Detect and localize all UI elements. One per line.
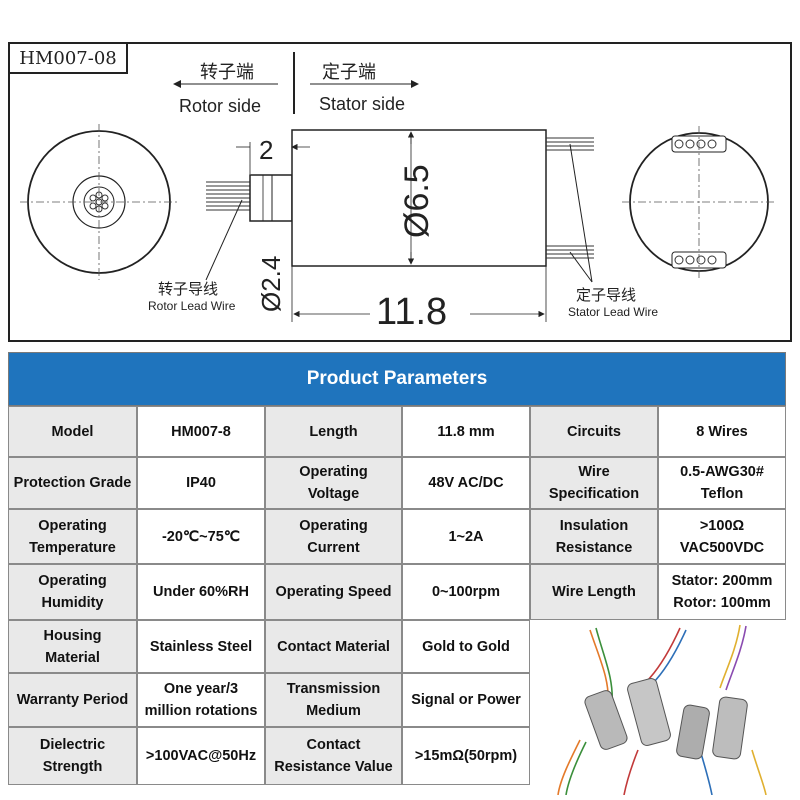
- param-label: Contact Resistance Value: [265, 727, 402, 785]
- rotor-length-dimension: 2: [236, 135, 310, 174]
- param-value: HM007-8: [137, 406, 265, 457]
- param-value: Stainless Steel: [137, 620, 265, 673]
- param-value: >100Ω VAC500VDC: [658, 509, 786, 564]
- slip-ring-dimension-drawing: 转子端 Rotor side 定子端 Stator side: [20, 52, 776, 333]
- stator-lead-wires: [546, 137, 594, 259]
- param-value: One year/3 million rotations: [137, 673, 265, 727]
- param-label: Contact Material: [265, 620, 402, 673]
- param-label: Operating Speed: [265, 564, 402, 620]
- param-value: >15mΩ(50rpm): [402, 727, 530, 785]
- stator-side-en-label: Stator side: [319, 94, 405, 114]
- param-label: Wire Length: [530, 564, 658, 620]
- param-value: IP40: [137, 457, 265, 509]
- param-label: Operating Current: [265, 509, 402, 564]
- param-label: Model: [8, 406, 137, 457]
- product-photo: [530, 620, 788, 795]
- technical-drawing-panel: 转子端 Rotor side 定子端 Stator side: [8, 42, 792, 342]
- rotor-end-view: [20, 124, 178, 280]
- rotor-length-value: 2: [259, 135, 273, 165]
- body-length-dimension: 11.8: [291, 266, 547, 333]
- param-label: Operating Humidity: [8, 564, 137, 620]
- model-tag: HM007-08: [8, 42, 128, 74]
- rotor-diameter-dimension: Ø2.4: [256, 175, 286, 312]
- stator-lead-leader-1: [569, 143, 593, 283]
- param-value: Signal or Power: [402, 673, 530, 727]
- rotor-lead-en-label: Rotor Lead Wire: [148, 299, 236, 313]
- param-value: Gold to Gold: [402, 620, 530, 673]
- slip-ring-body: [291, 129, 547, 267]
- rotor-lead-wires: [206, 181, 250, 211]
- param-value: -20℃~75℃: [137, 509, 265, 564]
- body-diameter-dimension: Ø6.5: [398, 131, 436, 265]
- rotor-side-en-label: Rotor side: [179, 96, 261, 116]
- param-value: 8 Wires: [658, 406, 786, 457]
- stator-lead-leader-2: [569, 251, 593, 283]
- param-label: Warranty Period: [8, 673, 137, 727]
- param-label: Operating Voltage: [265, 457, 402, 509]
- rotor-shaft: [249, 174, 293, 222]
- rotor-diameter-value: Ø2.4: [256, 256, 286, 312]
- param-label: Insulation Resistance: [530, 509, 658, 564]
- param-label: Dielectric Strength: [8, 727, 137, 785]
- param-value: 11.8 mm: [402, 406, 530, 457]
- param-value: 0.5-AWG30# Teflon: [658, 457, 786, 509]
- param-label: Operating Temperature: [8, 509, 137, 564]
- param-label: Protection Grade: [8, 457, 137, 509]
- body-length-value: 11.8: [376, 291, 447, 333]
- rotor-side-cn-label: 转子端: [200, 62, 254, 82]
- param-label: Wire Specification: [530, 457, 658, 509]
- param-value: 1~2A: [402, 509, 530, 564]
- param-label: Transmission Medium: [265, 673, 402, 727]
- stator-side-cn-label: 定子端: [322, 62, 376, 82]
- rotor-lead-cn-label: 转子导线: [158, 281, 218, 298]
- param-value: Stator: 200mm Rotor: 100mm: [658, 564, 786, 620]
- params-title: Product Parameters: [8, 352, 786, 406]
- param-label: Housing Material: [8, 620, 137, 673]
- param-label: Length: [265, 406, 402, 457]
- param-value: Under 60%RH: [137, 564, 265, 620]
- param-label: Circuits: [530, 406, 658, 457]
- stator-end-view: [622, 126, 776, 280]
- stator-lead-en-label: Stator Lead Wire: [568, 305, 658, 319]
- body-diameter-value: Ø6.5: [398, 164, 436, 238]
- param-value: 0~100rpm: [402, 564, 530, 620]
- rotor-lead-leader: [205, 199, 243, 281]
- param-value: >100VAC@50Hz: [137, 727, 265, 785]
- stator-lead-cn-label: 定子导线: [576, 287, 636, 304]
- param-value: 48V AC/DC: [402, 457, 530, 509]
